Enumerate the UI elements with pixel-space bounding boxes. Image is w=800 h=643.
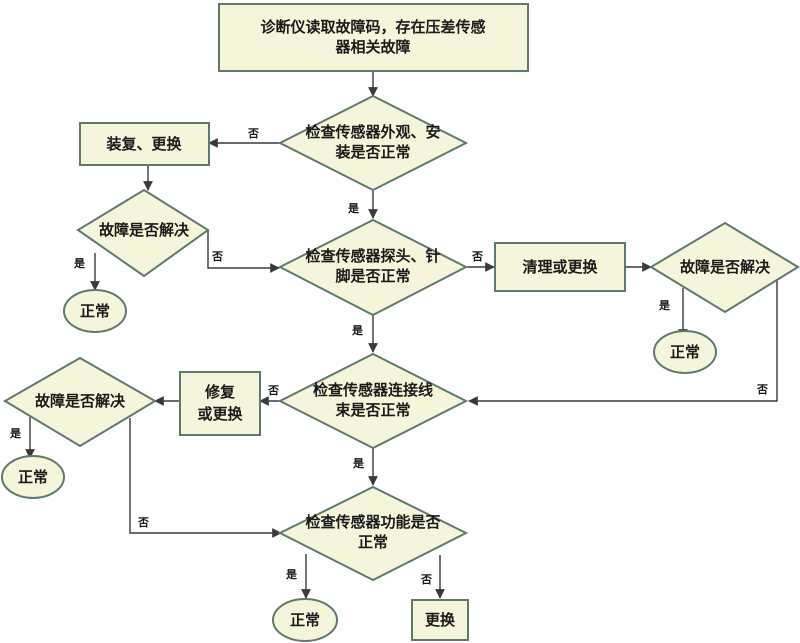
replace-final-box: [411, 599, 469, 641]
edge-label-no: 否: [471, 250, 483, 263]
terminal-normal-final-label: 正常: [290, 611, 320, 629]
terminal-normal-2-label: 正常: [670, 343, 700, 361]
decision-check-harness: [277, 352, 469, 450]
edge-label-yes: 是: [285, 568, 298, 581]
decision-check-probe-label: 检查传感器探头、针脚是否正常: [305, 247, 440, 285]
terminal-normal-1: [63, 289, 127, 333]
edge-labels: 否 是 是 否 否 是 是 否 否 是 是 否 是 否: [9, 127, 768, 586]
terminal-normal-3: [1, 455, 65, 499]
edge-label-no: 否: [756, 383, 768, 396]
decision-solved-3: [3, 356, 157, 448]
terminal-normal-1-label: 正常: [80, 302, 110, 320]
edges: [25, 72, 778, 599]
clean-replace-label: 清理或更换: [522, 258, 598, 276]
terminal-normal-3-label: 正常: [18, 468, 48, 486]
edge-label-no: 否: [267, 384, 279, 397]
decision-solved-1: [76, 188, 210, 278]
edge-label-yes: 是: [351, 324, 364, 337]
start-box: [218, 3, 529, 72]
repair-install-label: 装复、更换: [105, 135, 182, 153]
edge-label-yes: 是: [9, 427, 22, 440]
terminal-normal-2: [653, 330, 717, 374]
decision-solved-2: [649, 221, 800, 314]
edge-solved1-no-to-check-probe: [207, 230, 280, 273]
nodes: 诊断仪读取故障码，存在压差传感器相关故障 检查传感器外观、安装是否正常 装复、更…: [1, 3, 800, 642]
clean-replace-box: [494, 242, 626, 292]
edge-label-yes: 是: [658, 299, 671, 312]
repair-replace-label: 修复或更换: [197, 383, 243, 423]
decision-check-appearance: [277, 94, 469, 192]
edge-solved3-no-to-check-function: [129, 418, 282, 538]
decision-check-appearance-label: 检查传感器外观、安装是否正常: [305, 123, 440, 161]
edge-label-no: 否: [137, 516, 149, 529]
decision-check-function-label: 检查传感器功能是否正常: [305, 513, 440, 551]
decision-check-probe: [277, 218, 469, 317]
edge-label-yes: 是: [352, 457, 365, 470]
repair-install-box: [79, 122, 210, 166]
decision-solved-3-label: 故障是否解决: [35, 392, 126, 410]
decision-solved-1-label: 故障是否解决: [99, 221, 190, 239]
edge-label-no: 否: [211, 250, 223, 263]
replace-final-label: 更换: [425, 611, 456, 629]
decision-solved-2-label: 故障是否解决: [680, 258, 771, 276]
edge-label-yes: 是: [347, 202, 360, 215]
repair-replace-box: [179, 371, 261, 436]
edge-solved2-no-to-check-harness: [468, 275, 778, 406]
terminal-normal-final: [272, 598, 338, 642]
edge-label-no: 否: [247, 127, 259, 140]
decision-check-function: [277, 485, 469, 582]
edge-label-no: 否: [420, 573, 432, 586]
edge-label-yes: 是: [73, 257, 86, 270]
start-box-label: 诊断仪读取故障码，存在压差传感器相关故障: [260, 18, 485, 56]
decision-check-harness-label: 检查传感器连接线束是否正常: [313, 381, 433, 419]
